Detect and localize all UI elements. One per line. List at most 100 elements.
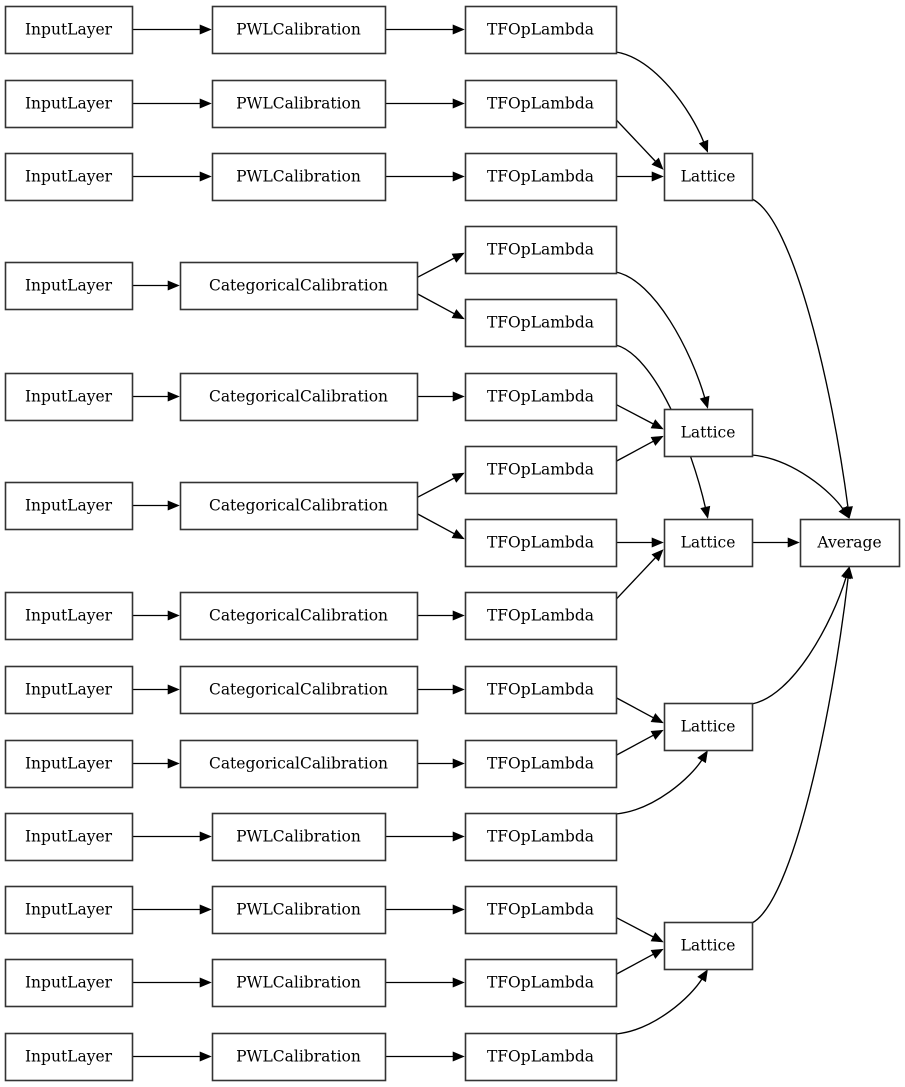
node-pwlcalibration[interactable]: PWLCalibration [211, 885, 387, 935]
node-average[interactable]: Average [799, 518, 901, 568]
node-label: Lattice [681, 424, 736, 442]
node-label: InputLayer [25, 681, 113, 699]
node-tfop-lambda[interactable]: TFOpLambda [464, 812, 618, 862]
node-categorical-calibration[interactable]: CategoricalCalibration [179, 591, 419, 641]
edge-cal6-to-op8 [417, 610, 465, 621]
node-input-layer[interactable]: InputLayer [4, 372, 134, 422]
node-input-layer[interactable]: InputLayer [4, 812, 134, 862]
node-tfop-lambda[interactable]: TFOpLambda [464, 591, 618, 641]
node-pwlcalibration[interactable]: PWLCalibration [211, 152, 387, 202]
node-lattice[interactable]: Lattice [663, 152, 754, 202]
edge-line [615, 697, 655, 719]
node-tfop-lambda[interactable]: TFOpLambda [464, 739, 618, 789]
edge-arrowhead [650, 713, 664, 724]
node-label: TFOpLambda [487, 168, 594, 186]
edge-op2-to-lat0 [616, 171, 664, 182]
edge-op12-to-lat4 [615, 916, 664, 943]
node-tfop-lambda[interactable]: TFOpLambda [464, 958, 618, 1008]
node-lattice[interactable]: Lattice [663, 518, 754, 568]
edge-arrowhead [651, 157, 664, 170]
node-pwlcalibration[interactable]: PWLCalibration [211, 1032, 387, 1082]
edge-arrowhead [451, 309, 465, 320]
edge-arrowhead [452, 904, 465, 915]
edge-line [615, 51, 705, 143]
node-box [179, 591, 419, 641]
edge-in5-to-cal5 [132, 500, 180, 511]
edge-op4-to-lat2 [615, 344, 711, 519]
node-tfop-lambda[interactable]: TFOpLambda [464, 1032, 618, 1082]
node-box [4, 261, 134, 311]
edge-op14-to-lat4 [615, 969, 708, 1035]
node-tfop-lambda[interactable]: TFOpLambda [464, 225, 618, 275]
node-tfop-lambda[interactable]: TFOpLambda [464, 152, 618, 202]
node-tfop-lambda[interactable]: TFOpLambda [464, 665, 618, 715]
node-input-layer[interactable]: InputLayer [4, 591, 134, 641]
edge-lat0-to-avg [751, 198, 853, 519]
node-input-layer[interactable]: InputLayer [4, 1032, 134, 1082]
node-categorical-calibration[interactable]: CategoricalCalibration [179, 481, 419, 531]
node-box [4, 79, 134, 129]
edge-op1-to-lat0 [615, 119, 664, 170]
node-categorical-calibration[interactable]: CategoricalCalibration [179, 739, 419, 789]
node-label: InputLayer [25, 277, 113, 295]
node-box [211, 5, 387, 55]
edge-lat4-to-avg [751, 566, 854, 924]
node-input-layer[interactable]: InputLayer [4, 261, 134, 311]
node-box [4, 591, 134, 641]
node-label: TFOpLambda [487, 607, 594, 625]
node-lattice[interactable]: Lattice [663, 408, 754, 458]
node-pwlcalibration[interactable]: PWLCalibration [211, 958, 387, 1008]
edge-arrowhead [700, 505, 711, 519]
node-input-layer[interactable]: InputLayer [4, 5, 134, 55]
edge-line [615, 953, 655, 975]
node-pwlcalibration[interactable]: PWLCalibration [211, 79, 387, 129]
node-box [464, 665, 618, 715]
node-tfop-lambda[interactable]: TFOpLambda [464, 885, 618, 935]
edge-arrowhead [167, 758, 180, 769]
node-input-layer[interactable]: InputLayer [4, 152, 134, 202]
node-categorical-calibration[interactable]: CategoricalCalibration [179, 261, 419, 311]
node-lattice[interactable]: Lattice [663, 921, 754, 971]
node-input-layer[interactable]: InputLayer [4, 481, 134, 531]
edge-cal5-to-op7 [416, 513, 465, 540]
edge-arrowhead [199, 98, 212, 109]
node-box [464, 958, 618, 1008]
edge-op13-to-lat4 [615, 948, 664, 975]
node-box [464, 739, 618, 789]
node-label: CategoricalCalibration [209, 388, 388, 406]
node-tfop-lambda[interactable]: TFOpLambda [464, 372, 618, 422]
node-box [464, 298, 618, 348]
node-label: InputLayer [25, 755, 113, 773]
edge-in0-to-cal0 [132, 24, 212, 35]
node-tfop-lambda[interactable]: TFOpLambda [464, 298, 618, 348]
edge-line [615, 556, 657, 600]
edge-arrowhead [651, 549, 664, 562]
edge-cal2-to-op2 [385, 171, 465, 182]
node-categorical-calibration[interactable]: CategoricalCalibration [179, 372, 419, 422]
node-box [179, 739, 419, 789]
node-label: InputLayer [25, 1048, 113, 1066]
node-box [211, 152, 387, 202]
node-tfop-lambda[interactable]: TFOpLambda [464, 5, 618, 55]
node-input-layer[interactable]: InputLayer [4, 79, 134, 129]
edge-arrowhead [167, 391, 180, 402]
node-box [4, 481, 134, 531]
node-tfop-lambda[interactable]: TFOpLambda [464, 518, 618, 568]
node-categorical-calibration[interactable]: CategoricalCalibration [179, 665, 419, 715]
node-label: PWLCalibration [236, 901, 361, 919]
node-box [464, 518, 618, 568]
node-label: TFOpLambda [487, 534, 594, 552]
node-input-layer[interactable]: InputLayer [4, 885, 134, 935]
edge-arrowhead [843, 566, 854, 579]
node-pwlcalibration[interactable]: PWLCalibration [211, 812, 387, 862]
node-input-layer[interactable]: InputLayer [4, 665, 134, 715]
node-label: TFOpLambda [487, 901, 594, 919]
node-input-layer[interactable]: InputLayer [4, 739, 134, 789]
node-tfop-lambda[interactable]: TFOpLambda [464, 445, 618, 495]
node-tfop-lambda[interactable]: TFOpLambda [464, 79, 618, 129]
node-box [464, 591, 618, 641]
node-box [4, 372, 134, 422]
node-lattice[interactable]: Lattice [663, 702, 754, 752]
node-input-layer[interactable]: InputLayer [4, 958, 134, 1008]
node-pwlcalibration[interactable]: PWLCalibration [211, 5, 387, 55]
